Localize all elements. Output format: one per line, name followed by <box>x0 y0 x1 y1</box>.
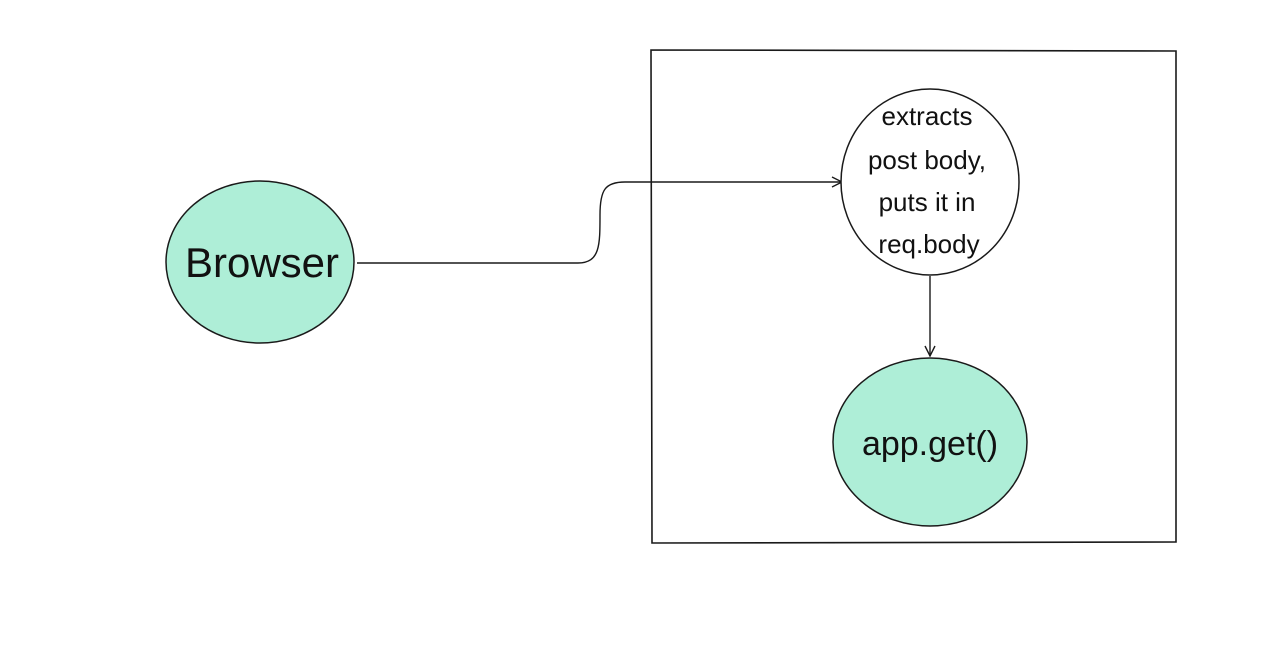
browser-node-shape <box>165 180 355 344</box>
browser-node: Browser <box>165 180 355 344</box>
handler-node: app.get() <box>832 357 1028 527</box>
server-container-box <box>650 49 1177 544</box>
middleware-node: extracts post body, puts it in req.body <box>840 88 1020 276</box>
middleware-node-shape <box>840 88 1020 276</box>
browser-node-label: Browser <box>185 239 339 286</box>
handler-node-label: app.get() <box>862 425 998 463</box>
edge-browser-to-middleware <box>357 182 842 264</box>
middleware-node-line: puts it in <box>879 187 976 217</box>
middleware-node-line: extracts <box>881 101 972 131</box>
middleware-node-line: post body, <box>868 145 986 175</box>
handler-node-shape <box>832 357 1028 527</box>
middleware-node-line: req.body <box>878 229 979 259</box>
